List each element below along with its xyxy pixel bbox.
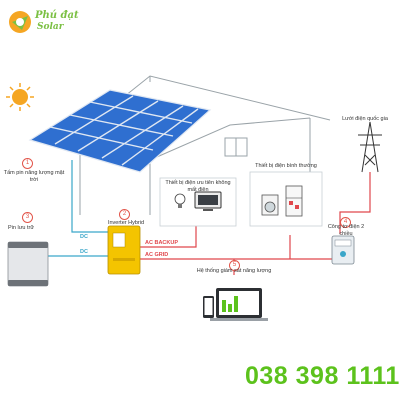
callout-1: 1 bbox=[22, 158, 33, 169]
label-normal-load: Thiết bị điện bình thường bbox=[255, 163, 317, 169]
logo-mark bbox=[9, 11, 31, 33]
wire-label-ac-backup: AC BACKUP bbox=[145, 240, 178, 246]
hotline-number: 038 398 1111 bbox=[245, 362, 400, 390]
label-solar-panel: Tấm pin năng lượng mặt trời bbox=[3, 170, 65, 183]
label-monitoring: Hệ thống giám sát năng lượng bbox=[196, 268, 272, 274]
battery-icon bbox=[7, 241, 49, 287]
normal-load-box bbox=[249, 171, 323, 227]
callout-4: 4 bbox=[340, 217, 351, 228]
logo-name: Phú đạt bbox=[35, 10, 79, 21]
computer-icon bbox=[194, 191, 222, 211]
label-battery: Pin lưu trữ bbox=[8, 225, 35, 231]
callout-5: 5 bbox=[229, 260, 240, 271]
label-national-grid: Lưới điện quốc gia bbox=[342, 116, 388, 122]
label-priority-load: Thiết bị điện ưu tiên không mất điện bbox=[165, 180, 231, 193]
lightbulb-icon bbox=[174, 193, 186, 208]
callout-3: 3 bbox=[22, 212, 33, 223]
logo-sub: Solar bbox=[37, 22, 64, 32]
sun-icon bbox=[6, 83, 34, 111]
transmission-tower-icon bbox=[358, 121, 382, 173]
inverter-icon bbox=[107, 225, 141, 275]
two-way-meter-icon bbox=[331, 235, 355, 265]
dc-lines bbox=[48, 160, 108, 257]
solar-panel-array bbox=[28, 89, 212, 173]
monitoring-devices-icon bbox=[203, 288, 268, 321]
label-two-way-meter: Công tơ điện 2 chiều bbox=[327, 224, 365, 237]
wire-label-dc-top: DC bbox=[80, 234, 88, 240]
label-inverter: Inverter Hybrid bbox=[107, 220, 145, 226]
refrigerator-icon bbox=[285, 185, 303, 217]
washing-machine-icon bbox=[261, 194, 279, 216]
wire-label-ac-grid: AC GRID bbox=[145, 252, 169, 258]
callout-2: 2 bbox=[119, 209, 130, 220]
wire-label-dc-bottom: DC bbox=[80, 249, 88, 255]
priority-load-box bbox=[159, 177, 237, 227]
